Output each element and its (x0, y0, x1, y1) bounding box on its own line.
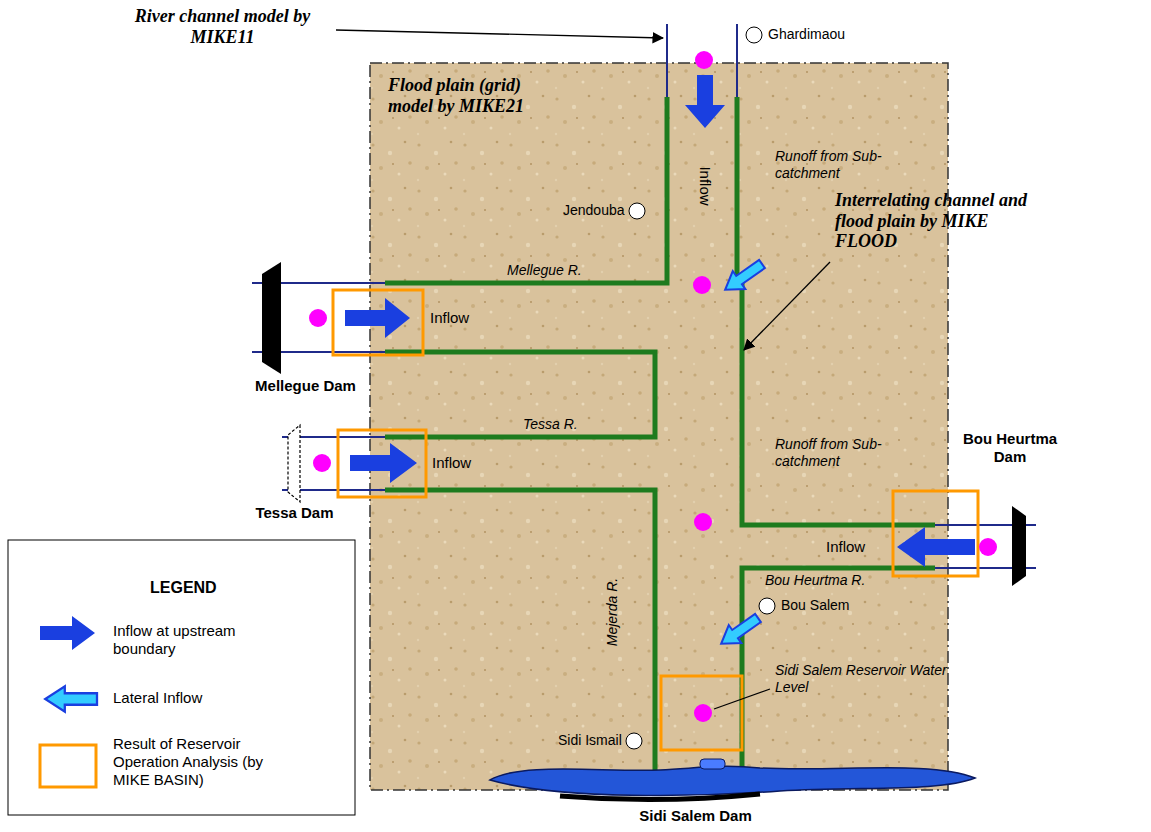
dam-label: Mellegue Dam (253, 377, 358, 395)
model-point (694, 704, 712, 722)
leader-line (714, 689, 770, 709)
legend-sample-result (40, 745, 96, 787)
leader-lines (336, 30, 830, 709)
model-point (309, 309, 327, 327)
region-title: Flood plain (grid) model by MIKE21 (388, 75, 563, 116)
reservoir (490, 766, 975, 795)
town-label: Bou Salem (781, 597, 849, 614)
legend-box (8, 540, 355, 815)
legend-text: Result of Reservoir Operation Analysis (… (113, 735, 273, 789)
channel-bank (736, 24, 738, 97)
lateral-arrows (715, 255, 768, 653)
flood-plain-region: Flood plain (grid) model by MIKE21 (370, 63, 948, 790)
result-box (661, 676, 742, 750)
town-marker (746, 27, 762, 43)
town-markers (626, 27, 775, 749)
planned-dam-symbol (288, 425, 300, 502)
legend-title: LEGEND (150, 578, 217, 597)
model-point (695, 51, 713, 69)
result-box (338, 430, 426, 497)
runoff-note: Runoff from Sub-catchment (775, 148, 900, 182)
inflow-arrow (897, 527, 975, 567)
dam-name: Sidi Salem Dam (637, 807, 754, 825)
dam-symbol (262, 262, 281, 374)
channel-bank (385, 352, 655, 437)
inflow-arrow (350, 443, 417, 483)
model-point (313, 454, 331, 472)
river-name: Bou Heurtma R. (765, 572, 865, 589)
dam-name: Mellegue Dam (253, 377, 358, 395)
dam-label: Sidi Salem Dam (637, 807, 754, 825)
flow-label: Inflow (432, 454, 471, 472)
channel-bank (385, 490, 655, 772)
town-label: Ghardimaou (768, 26, 845, 43)
river-name: Tessa R. (523, 416, 578, 433)
inflow-arrow (345, 298, 410, 338)
runoff-note: Runoff from Sub-catchment (775, 436, 900, 470)
lateral-arrow (719, 255, 768, 299)
river-name: Mejerda R. (604, 578, 621, 646)
inflow-arrow (685, 75, 725, 128)
legend-sample-inflow (40, 616, 95, 650)
inflow-arrows (345, 75, 975, 567)
model-note: River channel model by MIKE11 (115, 6, 330, 47)
reservoir-gauge (700, 759, 725, 769)
dam-symbol (1012, 506, 1026, 586)
dam-name: Tessa Dam (253, 504, 336, 522)
flow-label: Inflow (826, 538, 865, 556)
leader-arrow (336, 30, 663, 38)
town-label: Sidi Ismail (558, 732, 622, 749)
model-note: Interrelating channel and flood plain by… (835, 190, 1050, 252)
dam-wall (560, 794, 760, 800)
town-marker (626, 733, 642, 749)
dam-label: Bou Heurtma Dam (950, 430, 1070, 466)
legend-text: Lateral Inflow (113, 689, 313, 707)
model-point (694, 513, 712, 531)
flood-plain-area (370, 63, 948, 790)
town-marker (759, 598, 775, 614)
model-point (979, 538, 997, 556)
legend-sample-lateral (45, 686, 97, 711)
flow-label: Inflow (430, 309, 469, 327)
river-name: Mellegue R. (507, 262, 582, 279)
town-marker (629, 203, 645, 219)
town-label: Jendouba (563, 202, 625, 219)
gauge-note: Sidi Salem Reservoir Water Level (775, 662, 960, 696)
dam-name: Bou Heurtma Dam (950, 430, 1070, 466)
reservoir-result-boxes (333, 290, 978, 750)
result-box (333, 290, 423, 355)
model-point (693, 276, 711, 294)
channel-bank (385, 97, 667, 283)
channel-bank (737, 97, 935, 525)
flow-label: Inflow (696, 166, 714, 205)
channel-bank (666, 24, 668, 97)
model-points (309, 51, 997, 722)
dam-label: Tessa Dam (253, 504, 336, 522)
lateral-arrow (715, 609, 764, 653)
leader-arrow (744, 262, 830, 350)
river-channel-lines (252, 24, 1036, 568)
legend-text: Inflow at upstream boundary (113, 622, 263, 658)
result-box (893, 491, 978, 576)
